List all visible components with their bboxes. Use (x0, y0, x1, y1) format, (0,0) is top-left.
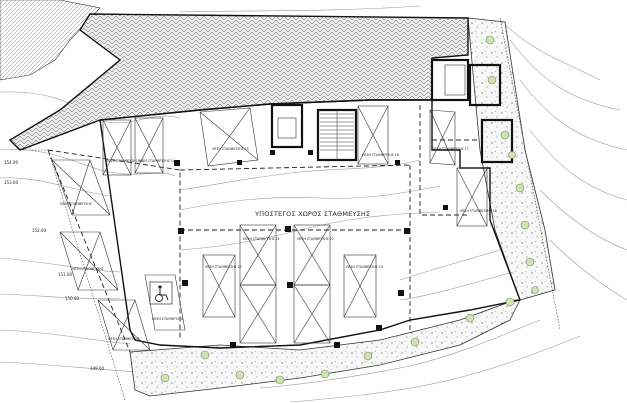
slope-hatch (0, 0, 101, 81)
columns (174, 150, 448, 348)
parking-label: ΘΕΣΗ ΣΤΑΘΜΕΥΣΗΣ 13 (106, 159, 143, 163)
landscape-strip-bottom (129, 299, 521, 397)
parking-label: ΘΕΣΗ ΣΤΑΘΜΕΥΣΗΣ 27 (205, 265, 242, 269)
parking-label: ΘΕΣΗ ΣΤΑΘΜΕΥΣΗΣ 17 (432, 147, 469, 151)
parking-stalls (51, 105, 488, 351)
site-boundary (20, 149, 126, 401)
parking-label: ΘΕΣΗ ΣΤΑΘΜΕΥΣΗΣ 14 (138, 159, 175, 163)
parking-label: ΘΕΣΗ ΣΤΑΘΜΕΥΣΗΣ (152, 317, 184, 321)
parking-label: ΘΕΣΗ ΣΤΑΘΜΕΥΣΗΣ 22 (297, 237, 334, 241)
level-label: 153.00 (4, 180, 18, 185)
paved-ramp (8, 13, 469, 151)
parking-label: ΘΕΣΗ ΣΤΑΘΜΕΥΣΗΣ 18 (460, 209, 497, 213)
wheelchair-icon (149, 281, 173, 305)
parking-label: ΘΕΣΗ ΣΤΑΘΜΕΥΣΗΣ 24 (346, 265, 383, 269)
stair-core (270, 58, 514, 164)
parking-label: ΘΕΣΗ ΣΤΑΘΜΕΥΣΗΣ (108, 337, 140, 341)
parking-label: ΘΕΣΗ ΣΤΑΘΜΕΥΣΗΣ 16 (362, 153, 399, 157)
building-outline (47, 99, 521, 353)
parking-label: ΘΕΣΗ ΣΤΑΘΜΕΥΣΗΣ (72, 267, 104, 271)
parking-label: ΘΕΣΗ ΣΤΑΘΜΕΥΣΗΣ 15 (212, 147, 249, 151)
plan-title: ΥΠΟΣΤΕΓΟΣ ΧΩΡΟΣ ΣΤΑΘΜΕΥΣΗΣ (254, 210, 370, 218)
level-label: 154.00 (4, 160, 18, 165)
parking-label: ΘΕΣΗ ΣΤΑΘΜΕΥΣΗΣ (60, 202, 92, 206)
site-boundary-right (499, 17, 561, 331)
level-label: 150.00 (65, 296, 79, 301)
level-label: 152.00 (32, 228, 46, 233)
level-label: 149.00 (90, 366, 104, 371)
parking-label: ΘΕΣΗ ΣΤΑΘΜΕΥΣΗΣ 21 (243, 237, 280, 241)
trees (160, 35, 539, 385)
level-label: 151.00 (58, 272, 72, 277)
